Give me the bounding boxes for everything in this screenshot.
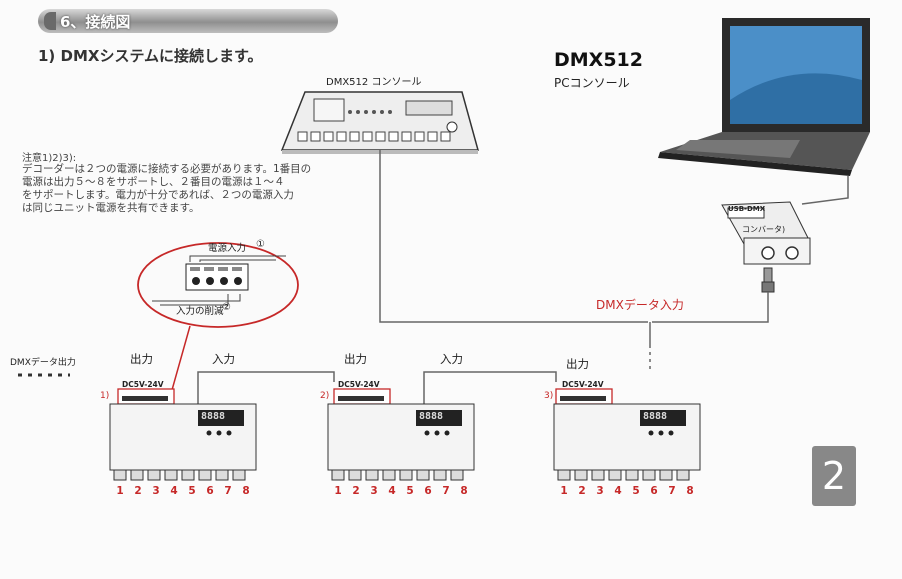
- channel-number: 7: [224, 485, 232, 497]
- decoder-1-index: 1): [100, 391, 110, 401]
- decoder-3: [553, 388, 701, 481]
- terminal-callout: [137, 242, 299, 391]
- decoder-1-power-label: DC5V-24V: [122, 380, 164, 389]
- channel-number: 5: [188, 485, 196, 497]
- section-bullet: [44, 12, 56, 30]
- channel-number: 8: [686, 485, 694, 497]
- channel-number: 5: [406, 485, 414, 497]
- channel-number: 6: [650, 485, 658, 497]
- input-cut-marker: ②: [222, 302, 231, 313]
- laptop-icon: [658, 18, 870, 176]
- decoder-2-power-label: DC5V-24V: [338, 380, 380, 389]
- decoder-2: [327, 388, 475, 481]
- dmx-console-icon: [280, 91, 479, 154]
- decoder-2-display: 8888: [419, 411, 444, 422]
- converter-top-text: USB-DMX: [728, 205, 766, 213]
- output-label-3: 出力: [566, 357, 589, 371]
- channel-number: 1: [116, 485, 124, 497]
- note-line: をサポートします。電力が十分であれば、２つの電源入力: [22, 189, 294, 201]
- channel-number: 2: [352, 485, 360, 497]
- channel-number: 6: [206, 485, 214, 497]
- channel-number: 8: [460, 485, 468, 497]
- page-number-badge: 2: [812, 446, 856, 506]
- converter-label: コンバータ): [742, 225, 786, 234]
- usb-dmx-converter-icon: [721, 201, 811, 293]
- decoder-1-display: 8888: [201, 411, 226, 422]
- dmx-data-output-label: DMXデータ出力: [10, 358, 76, 368]
- channel-number: 8: [242, 485, 250, 497]
- subtitle: 1) DMXシステムに接続します。: [38, 47, 263, 65]
- decoder-1: [109, 388, 257, 481]
- section-header-bar: 6、接続図: [38, 9, 338, 33]
- output-label-1: 出力: [130, 352, 153, 366]
- channel-number: 1: [560, 485, 568, 497]
- pc-console-label: PCコンソール: [554, 76, 630, 90]
- input-label-2: 入力: [440, 352, 463, 366]
- channel-number: 3: [152, 485, 160, 497]
- note-line: 電源は出力５～８をサポートし、２番目の電源は１～４: [22, 176, 285, 188]
- channel-number: 4: [614, 485, 622, 497]
- note-line: は同じユニット電源を共有できます。: [22, 202, 200, 214]
- channel-number: 3: [596, 485, 604, 497]
- input-label-1: 入力: [212, 352, 235, 366]
- channel-number: 5: [632, 485, 640, 497]
- note-body: デコーダーは２つの電源に接続する必要があります。1番目の 電源は出力５～８をサポ…: [22, 163, 352, 215]
- channel-number: 7: [668, 485, 676, 497]
- dmx-console-label: DMX512 コンソール: [326, 77, 422, 88]
- decoder-3-display: 8888: [643, 411, 668, 422]
- channel-number: 4: [388, 485, 396, 497]
- dmx-cables: [197, 150, 849, 405]
- channel-number: 3: [370, 485, 378, 497]
- decoder-3-power-label: DC5V-24V: [562, 380, 604, 389]
- channel-number: 4: [170, 485, 178, 497]
- channel-number: 7: [442, 485, 450, 497]
- output-label-2: 出力: [344, 352, 367, 366]
- channel-number: 6: [424, 485, 432, 497]
- power-input-label: 電源入力: [208, 243, 247, 254]
- section-title: 6、接続図: [60, 13, 131, 31]
- dmx-data-input-label: DMXデータ入力: [596, 298, 684, 312]
- power-input-marker: ①: [256, 239, 265, 250]
- channel-number: 1: [334, 485, 342, 497]
- decoder-2-index: 2): [320, 391, 330, 401]
- note-line: デコーダーは２つの電源に接続する必要があります。1番目の: [22, 163, 312, 175]
- channel-number: 2: [134, 485, 142, 497]
- decoder-3-index: 3): [544, 391, 554, 401]
- pc-title: DMX512: [554, 49, 643, 71]
- channel-number: 2: [578, 485, 586, 497]
- input-cut-label: 入力の削減: [176, 306, 224, 317]
- note-heading: 注意1)2)3):: [22, 153, 77, 164]
